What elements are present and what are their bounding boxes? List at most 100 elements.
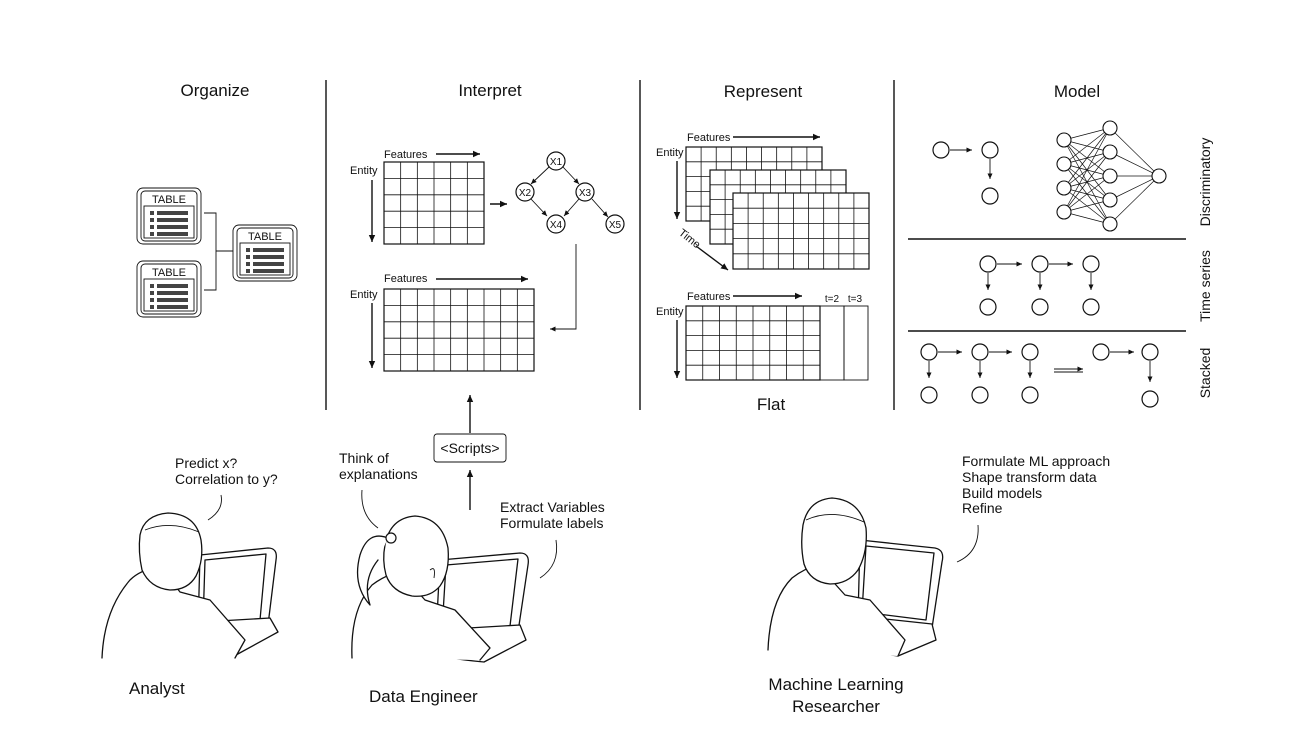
engineer-think-tail [361,489,379,529]
analyst-speech-line-2: Correlation to y? [175,471,278,487]
feedback-arrow [550,244,577,332]
neural-network-icon [1056,120,1167,232]
researcher-speech-tail [956,524,979,563]
researcher-persona: Formulate ML approach Shape transform da… [767,453,1110,716]
nn-node [1102,168,1118,184]
represent-features-label-bottom: Features [687,291,731,303]
engineer-persona: Think of explanations Extract Variables … [339,450,605,706]
model-row-discriminatory: Discriminatory [1197,138,1213,227]
interpret-section: Features Entity X1 X2 X3 X4 X5 Features [350,149,625,510]
researcher-speech-line-1: Formulate ML approach [962,453,1110,469]
engineer-figure-icon [351,515,529,663]
graph-node-x1 [546,151,566,171]
nn-edge [1063,127,1111,141]
represent-t3-label: t=3 [848,294,863,305]
nn-node [1056,180,1072,196]
title-model: Model [1054,82,1100,101]
nn-edge [1063,211,1111,225]
graph-node-x4 [546,214,566,234]
scripts-label: <Scripts> [440,440,499,456]
table-icon [150,284,188,309]
researcher-name-line-2: Researcher [792,697,880,716]
stacked-graph [920,343,1159,408]
interpret-entity-label-bottom: Entity [350,289,378,301]
causal-graph: X1 X2 X3 X4 X5 [515,151,625,234]
analyst-speech-line-1: Predict x? [175,455,237,471]
nn-edge [1109,175,1160,201]
graph-node-x2 [515,182,535,202]
model-row-time-series: Time series [1197,250,1213,322]
nn-edge [1063,127,1111,213]
flat-extension-t2 [819,305,845,381]
researcher-figure-icon [767,497,944,657]
nn-node [1102,216,1118,232]
analyst-speech-tail [207,494,222,521]
represent-section: Features Entity Time Features Entity t=2… [656,132,870,414]
represent-entity-label-bottom: Entity [656,306,684,318]
table-card-merged-label: TABLE [248,231,282,243]
graph-node-x2-label: X2 [519,188,532,199]
graph-node-x1-label: X1 [550,157,563,168]
flat-matrix [685,305,821,381]
interpret-features-label-bottom: Features [384,273,428,285]
arrow-diagonal-icon [695,245,729,271]
engineer-think-line-2: explanations [339,466,418,482]
graph-node-x3-label: X3 [579,188,592,199]
table-card-2: TABLE [136,260,202,318]
graph-node-x4-label: X4 [550,220,563,231]
graph-node-x3 [575,182,595,202]
interpret-entity-label-top: Entity [350,165,378,177]
represent-t2-label: t=2 [825,294,840,305]
flat-extension-t3 [843,305,869,381]
nn-node [1056,156,1072,172]
interpret-features-label-top: Features [384,149,428,161]
nn-edge [1063,127,1111,165]
table-card-1-label: TABLE [152,194,186,206]
nn-node [1102,144,1118,160]
nn-edge [1063,151,1111,213]
time-series-graph [979,255,1100,316]
model-section: Discriminatory Time series Stacked [908,120,1213,408]
discriminatory-graph [932,141,999,205]
table-card-2-label: TABLE [152,267,186,279]
nn-edge [1109,127,1160,177]
scripts-box [433,433,507,463]
nn-node [1102,192,1118,208]
analyst-persona: Predict x? Correlation to y? Analyst [101,455,279,698]
table-icon [246,248,284,273]
table-icon [150,211,188,236]
nn-node [1102,120,1118,136]
represent-flat-label: Flat [757,395,786,414]
researcher-speech-line-2: Shape transform data [962,469,1097,485]
researcher-speech-line-3: Build models [962,485,1042,501]
nn-node [1056,204,1072,220]
graph-node-x5-label: X5 [609,220,622,231]
grid-frame [383,288,535,372]
merge-bracket [204,212,233,291]
nn-node [1056,132,1072,148]
feature-matrix [383,161,485,245]
researcher-speech-line-4: Refine [962,500,1003,516]
extended-feature-matrix [383,288,535,372]
table-card-merged: TABLE [232,224,298,282]
researcher-name-line-1: Machine Learning [768,675,903,694]
engineer-speech-tail [539,539,558,579]
engineer-name: Data Engineer [369,687,478,706]
nn-edge [1109,175,1160,225]
nn-node [1151,168,1167,184]
nn-edge [1063,199,1111,213]
engineer-think-line-1: Think of [339,450,389,466]
table-card-1: TABLE [136,187,202,245]
nn-edge [1063,127,1111,189]
engineer-speech-line-1: Extract Variables [500,499,605,515]
represent-entity-label-top: Entity [656,147,684,159]
represent-features-label-top: Features [687,132,731,144]
analyst-name: Analyst [129,679,185,698]
model-row-stacked: Stacked [1197,348,1213,399]
graph-node-x5 [605,214,625,234]
title-organize: Organize [181,81,250,100]
organize-tables: TABLE TABLE TABLE [136,187,298,318]
nn-edge [1109,151,1160,177]
nn-edge [1063,175,1111,213]
